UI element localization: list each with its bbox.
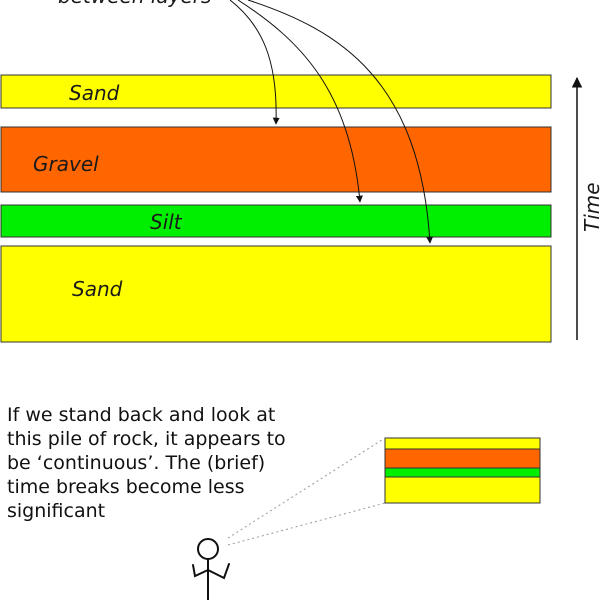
time-axis-label: Time [580,182,600,232]
explanation-text: If we stand back and look at this pile o… [7,404,286,522]
thumbnail-pile [384,437,541,504]
boundary-arrow-1 [229,0,280,125]
layer-label-silt: Silt [150,210,183,234]
layer-label-sand-top: Sand [69,81,120,105]
boundary-arrow-3 [247,0,434,244]
layer-silt [0,204,552,238]
layer-gravel [0,126,552,193]
sight-line-bottom [227,502,386,546]
thumbnail-sand-bottom [384,476,541,504]
stick-figure-icon [192,538,230,600]
thumbnail-gravel [384,448,541,469]
layer-label-sand-bottom: Sand [72,277,123,301]
top-note: between layers [58,0,211,8]
thumbnail-sand-top [384,437,541,450]
thumbnail-silt [384,467,541,478]
sight-line-top [227,437,386,539]
layer-sand-bottom [0,245,552,343]
boundary-arrow-2 [237,0,363,203]
layer-label-gravel: Gravel [33,152,99,176]
